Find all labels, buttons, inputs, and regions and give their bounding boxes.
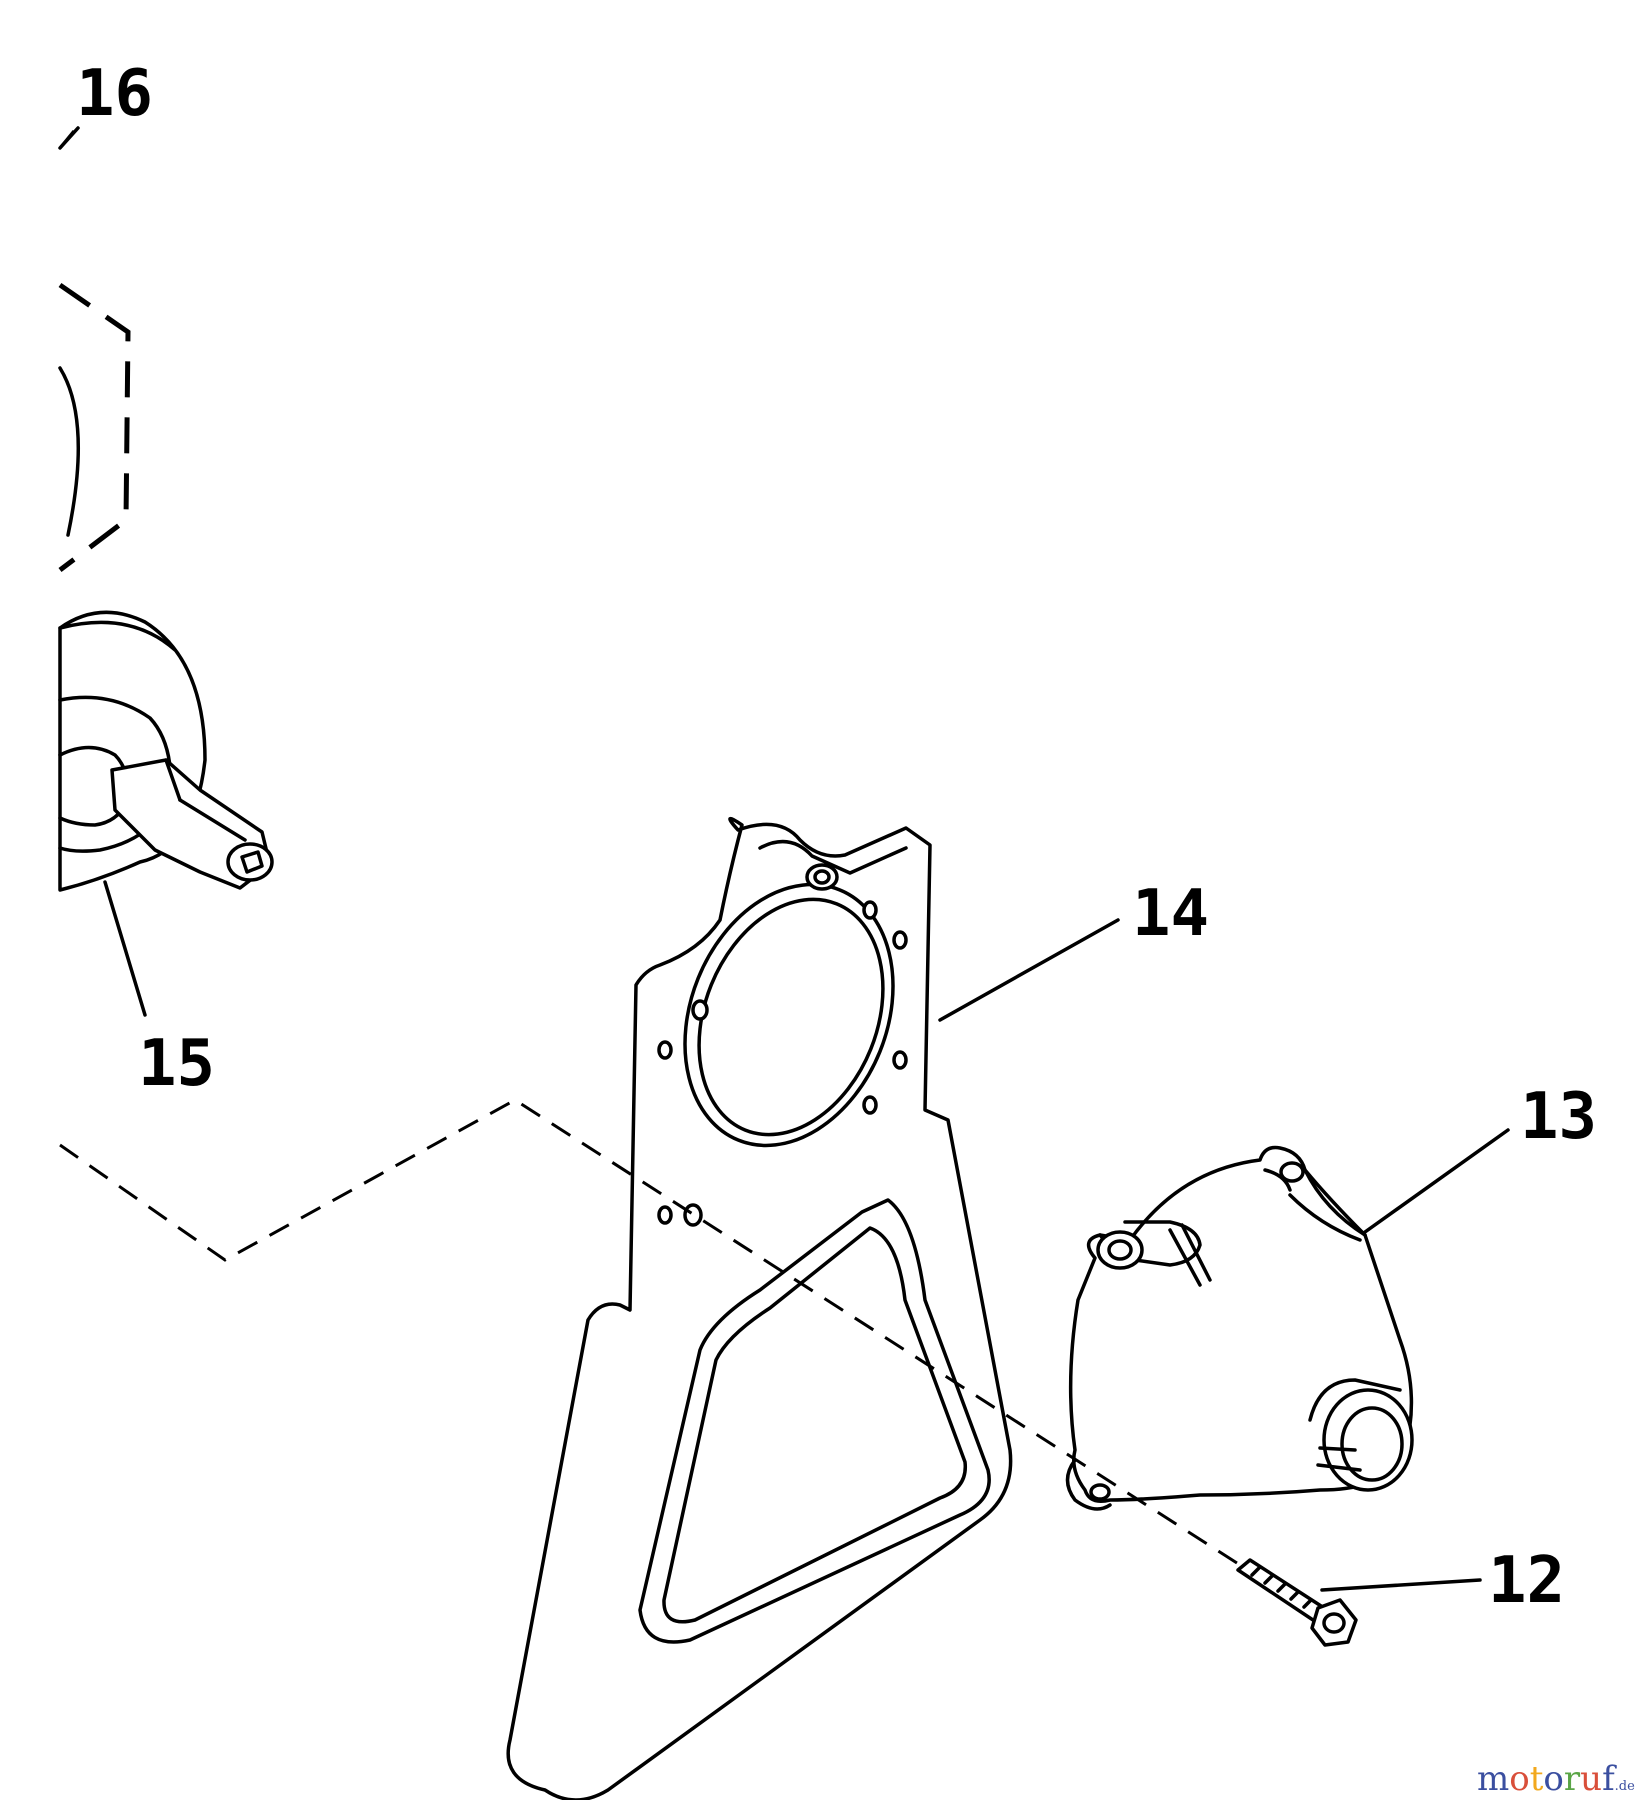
leader-12: [1320, 1578, 1482, 1592]
watermark-text: motoruf.de: [1477, 1759, 1635, 1799]
wm-letter-0: m: [1477, 1759, 1509, 1799]
wm-letter-2: t: [1530, 1759, 1544, 1799]
leader-13: [1363, 1128, 1510, 1234]
part-13-gear-cover: [1065, 1145, 1414, 1511]
callout-14: 14: [1132, 877, 1209, 951]
leader-16: [58, 126, 80, 150]
part-12-screw: [1236, 1558, 1358, 1647]
callout-labels: 16 15 14 13 12: [76, 57, 1597, 1618]
leader-lines: [58, 126, 1510, 1592]
assembly-alignment-lines: [59, 1098, 1241, 1567]
wm-letter-4: r: [1564, 1759, 1581, 1799]
part-14-mounting-plate: [506, 816, 1013, 1800]
wm-letter-6: f: [1602, 1759, 1617, 1799]
wm-letter-5: u: [1580, 1759, 1602, 1799]
callout-12: 12: [1488, 1544, 1565, 1618]
leader-15: [103, 880, 147, 1017]
leader-14: [938, 918, 1120, 1022]
callout-13: 13: [1520, 1080, 1597, 1154]
part-15-pulley-bearing: [58, 610, 274, 892]
part-16-housing-outline: [58, 125, 131, 572]
wm-letter-1: o: [1509, 1759, 1529, 1799]
callout-15: 15: [138, 1027, 215, 1101]
watermark-suffix: .de: [1615, 1779, 1635, 1794]
watermark-logo: motoruf.de: [1477, 1759, 1635, 1799]
callout-16: 16: [76, 57, 153, 131]
wm-letter-3: o: [1543, 1759, 1563, 1799]
